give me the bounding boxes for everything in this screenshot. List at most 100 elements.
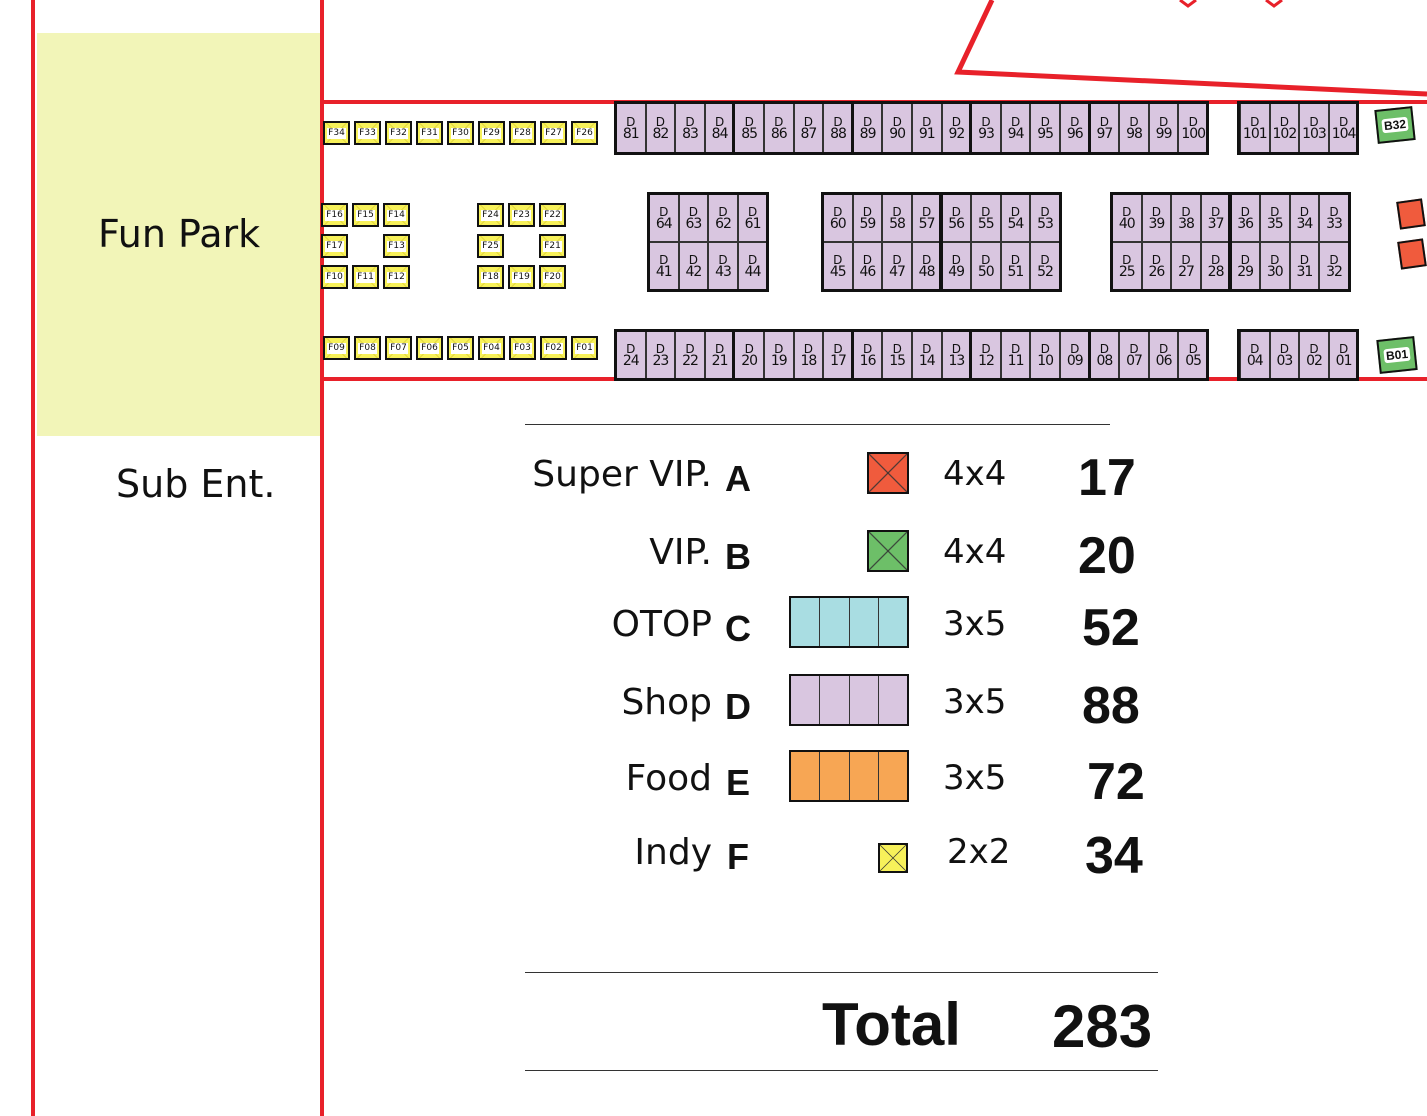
indy-stall[interactable]: F31 — [416, 121, 443, 145]
indy-stall[interactable]: F26 — [571, 121, 598, 145]
indy-stall[interactable]: F28 — [509, 121, 536, 145]
indy-stall[interactable]: F12 — [383, 265, 410, 289]
indy-stall[interactable]: F21 — [539, 234, 566, 258]
vip-stall-b32[interactable]: B32 — [1374, 106, 1416, 144]
indy-stall[interactable]: F10 — [321, 265, 348, 289]
indy-stall[interactable]: F11 — [352, 265, 379, 289]
indy-stall[interactable]: F20 — [539, 265, 566, 289]
indy-stall[interactable]: F32 — [385, 121, 412, 145]
indy-stall[interactable]: F17 — [321, 234, 348, 258]
indy-stall[interactable]: F14 — [383, 203, 410, 227]
indy-stall[interactable]: F18 — [477, 265, 504, 289]
indy-stall[interactable]: F13 — [383, 234, 410, 258]
indy-stall[interactable]: F33 — [354, 121, 381, 145]
indy-stall[interactable]: F16 — [321, 203, 348, 227]
indy-stall[interactable]: F30 — [447, 121, 474, 145]
indy-stall[interactable]: F25 — [477, 234, 504, 258]
indy-stall[interactable]: F01 — [571, 336, 598, 360]
indy-stall[interactable]: F24 — [477, 203, 504, 227]
super-vip-stall[interactable] — [1397, 238, 1427, 270]
indy-stall[interactable]: F02 — [540, 336, 567, 360]
indy-stall[interactable]: F23 — [508, 203, 535, 227]
super-vip-stall[interactable] — [1396, 198, 1426, 230]
vip-stall-b01[interactable]: B01 — [1376, 336, 1418, 374]
indy-stall[interactable]: F05 — [447, 336, 474, 360]
indy-stall[interactable]: F22 — [539, 203, 566, 227]
indy-stall[interactable]: F34 — [323, 121, 350, 145]
indy-stall[interactable]: F29 — [478, 121, 505, 145]
indy-stall[interactable]: F15 — [352, 203, 379, 227]
indy-stall[interactable]: F07 — [385, 336, 412, 360]
indy-stall[interactable]: F19 — [508, 265, 535, 289]
